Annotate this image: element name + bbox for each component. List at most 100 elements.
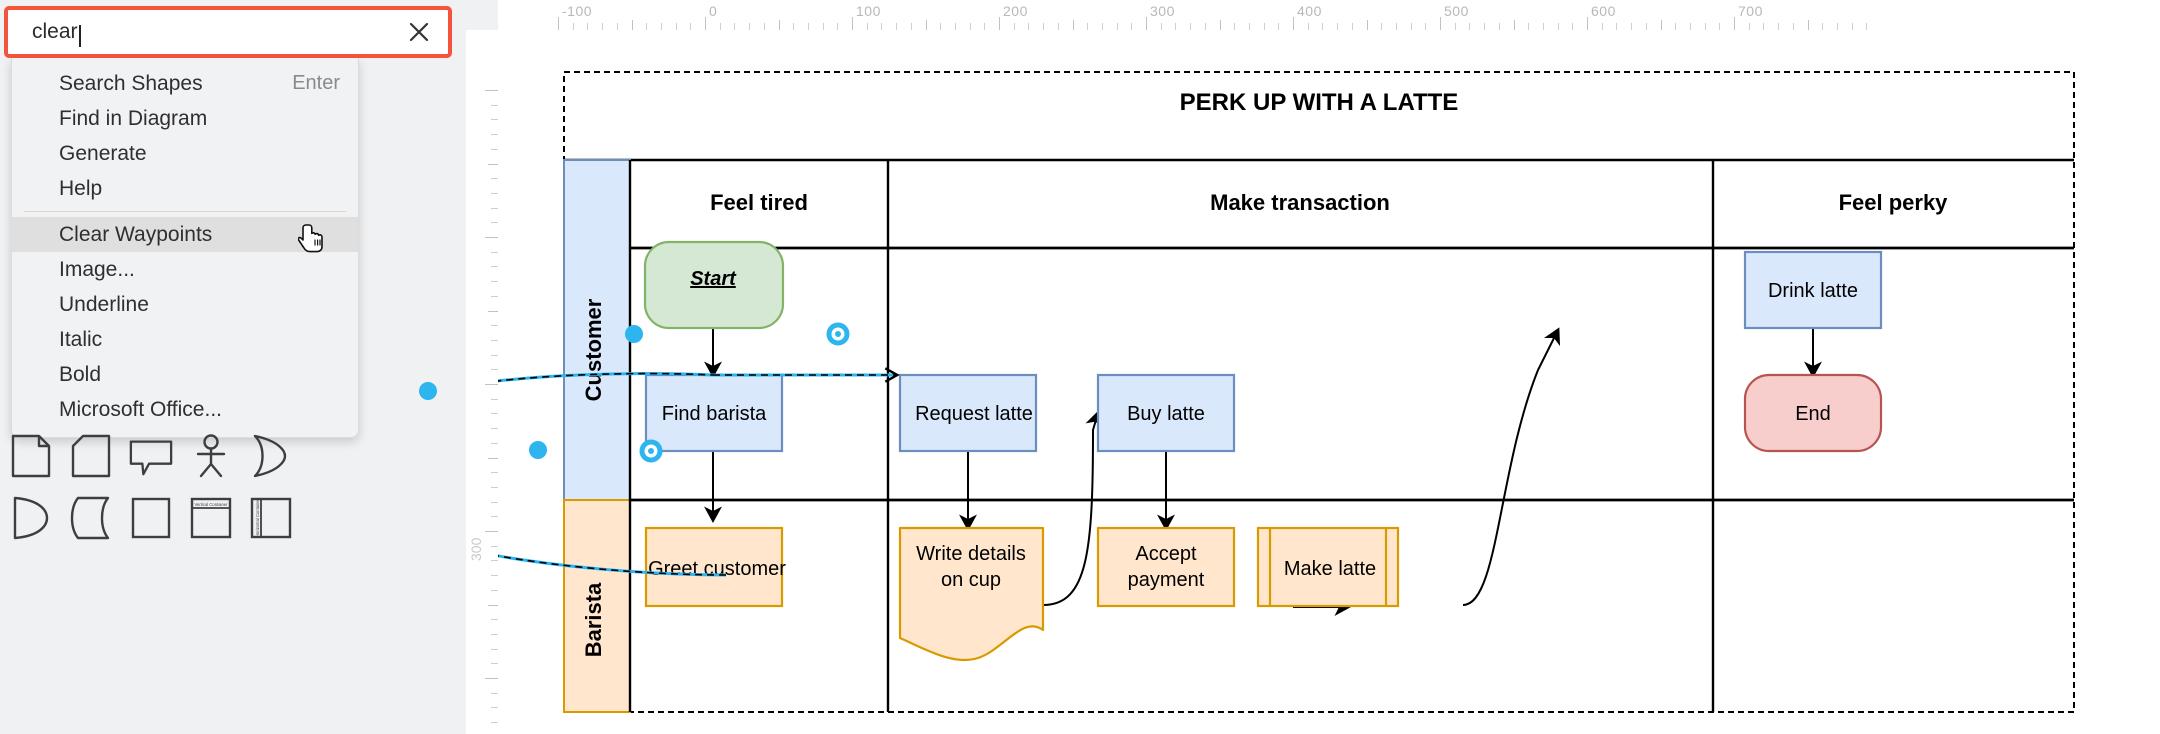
- node-start[interactable]: Start: [643, 240, 785, 330]
- menu-item-help[interactable]: Help: [12, 171, 358, 206]
- ruler-tick: [646, 23, 648, 30]
- ruler-tick: [1337, 23, 1339, 30]
- stored-data-shape-icon[interactable]: [68, 494, 114, 542]
- ruler-tick: [1836, 23, 1838, 30]
- node-label: Make latte: [1284, 558, 1376, 580]
- ruler-tick: [491, 192, 498, 194]
- ruler-tick: [491, 266, 498, 268]
- ruler-tick: [1234, 23, 1236, 30]
- lane-barista-label: Barista: [581, 582, 606, 657]
- ruler-tick: [778, 20, 780, 30]
- node-write-details[interactable]: Write details on cup: [898, 526, 1045, 662]
- node-label: Start: [690, 268, 737, 290]
- edge-write-details-to-buy-latte: [1042, 410, 1103, 606]
- ruler-tick: [705, 17, 706, 30]
- ruler-label: 700: [1738, 3, 1763, 19]
- process-shape-icon[interactable]: [128, 494, 174, 542]
- ruler-tick: [1778, 23, 1780, 30]
- menu-item-find-in-diagram[interactable]: Find in Diagram: [12, 101, 358, 136]
- card-shape-icon[interactable]: [68, 432, 114, 480]
- close-icon[interactable]: [406, 19, 432, 45]
- ruler-tick: [734, 23, 736, 30]
- ruler-tick: [1381, 23, 1383, 30]
- ruler-tick: [910, 23, 912, 30]
- actor-shape-icon[interactable]: [188, 432, 234, 480]
- ruler-tick: [1351, 23, 1353, 30]
- node-drink-latte[interactable]: Drink latte: [1743, 250, 1883, 330]
- node-find-barista[interactable]: Find barista: [644, 373, 784, 453]
- menu-item-search-shapes[interactable]: Search Shapes Enter: [12, 66, 358, 101]
- ruler-tick: [491, 633, 498, 635]
- horizontal-container-shape-icon[interactable]: Horizontal Container: [248, 494, 294, 542]
- search-input-value: clear: [32, 15, 406, 49]
- ruler-tick: [1307, 23, 1309, 30]
- ruler-label: 400: [1297, 3, 1322, 19]
- vertical-ruler[interactable]: 300: [466, 30, 499, 734]
- ruler-tick: [1748, 23, 1750, 30]
- ruler-tick: [1704, 23, 1706, 30]
- node-request-latte[interactable]: Request latte: [898, 373, 1038, 453]
- ruler-tick: [749, 23, 751, 30]
- ruler-tick: [491, 560, 498, 562]
- ruler-tick: [491, 648, 498, 650]
- ruler-tick: [491, 619, 498, 621]
- menu-item-label: Find in Diagram: [59, 106, 208, 130]
- node-make-latte[interactable]: Make latte: [1256, 526, 1400, 608]
- menu-item-microsoft-office[interactable]: Microsoft Office...: [12, 392, 358, 427]
- ruler-tick: [616, 23, 618, 30]
- ruler-tick: [1807, 20, 1809, 30]
- ruler-tick: [896, 23, 898, 30]
- ruler-tick: [1469, 23, 1471, 30]
- ruler-tick: [1645, 23, 1647, 30]
- svg-text:Vertical Container: Vertical Container: [194, 502, 228, 507]
- menu-item-image[interactable]: Image...: [12, 252, 358, 287]
- ruler-tick: [1366, 20, 1368, 30]
- ruler-tick: [1616, 23, 1618, 30]
- ruler-tick: [1440, 17, 1441, 30]
- ruler-tick: [954, 23, 956, 30]
- ruler-tick: [488, 457, 498, 459]
- node-end[interactable]: End: [1743, 373, 1883, 453]
- ruler-tick: [881, 23, 883, 30]
- delay-shape-icon[interactable]: [248, 432, 294, 480]
- ruler-tick: [491, 486, 498, 488]
- ruler-tick: [587, 23, 589, 30]
- menu-item-bold[interactable]: Bold: [12, 357, 358, 392]
- node-label: Buy latte: [1127, 403, 1205, 425]
- node-buy-latte[interactable]: Buy latte: [1096, 373, 1236, 453]
- ruler-tick: [1101, 23, 1103, 30]
- ruler-tick: [485, 237, 498, 238]
- document-shape-icon[interactable]: [8, 432, 54, 480]
- ruler-tick: [1763, 23, 1765, 30]
- selected-edge-greet-customer-to-request-latte[interactable]: [498, 367, 900, 577]
- ruler-label: 300: [468, 537, 484, 561]
- ruler-tick: [1410, 23, 1412, 30]
- ruler-tick: [1175, 23, 1177, 30]
- vertical-container-shape-icon[interactable]: Vertical Container: [188, 494, 234, 542]
- menu-item-clear-waypoints[interactable]: Clear Waypoints: [12, 217, 358, 252]
- swimlane-diagram[interactable]: PERK UP WITH A LATTE Customer Barista Fe…: [498, 30, 2160, 734]
- direct-data-shape-icon[interactable]: [8, 494, 54, 542]
- ruler-tick: [1293, 17, 1294, 30]
- node-greet-customer[interactable]: Greet customer: [644, 526, 786, 608]
- search-results-menu[interactable]: Search Shapes Enter Find in Diagram Gene…: [11, 58, 359, 438]
- search-input[interactable]: clear: [14, 15, 446, 49]
- menu-item-underline[interactable]: Underline: [12, 287, 358, 322]
- node-label: Request latte: [915, 403, 1033, 425]
- node-accept-payment[interactable]: Accept payment: [1096, 526, 1236, 608]
- node-label: Find barista: [662, 403, 767, 425]
- menu-item-italic[interactable]: Italic: [12, 322, 358, 357]
- ruler-tick: [719, 23, 721, 30]
- ruler-tick: [1190, 23, 1192, 30]
- callout-shape-icon[interactable]: [128, 432, 174, 480]
- ruler-tick: [491, 119, 498, 121]
- ruler-tick: [491, 369, 498, 371]
- ruler-corner: [466, 0, 499, 31]
- ruler-tick: [572, 23, 574, 30]
- diagram-canvas[interactable]: PERK UP WITH A LATTE Customer Barista Fe…: [498, 30, 2160, 734]
- ruler-tick: [1057, 23, 1059, 30]
- shape-palette[interactable]: Vertical Container Horizontal Container: [8, 432, 308, 556]
- ruler-tick: [1528, 23, 1530, 30]
- menu-item-generate[interactable]: Generate: [12, 136, 358, 171]
